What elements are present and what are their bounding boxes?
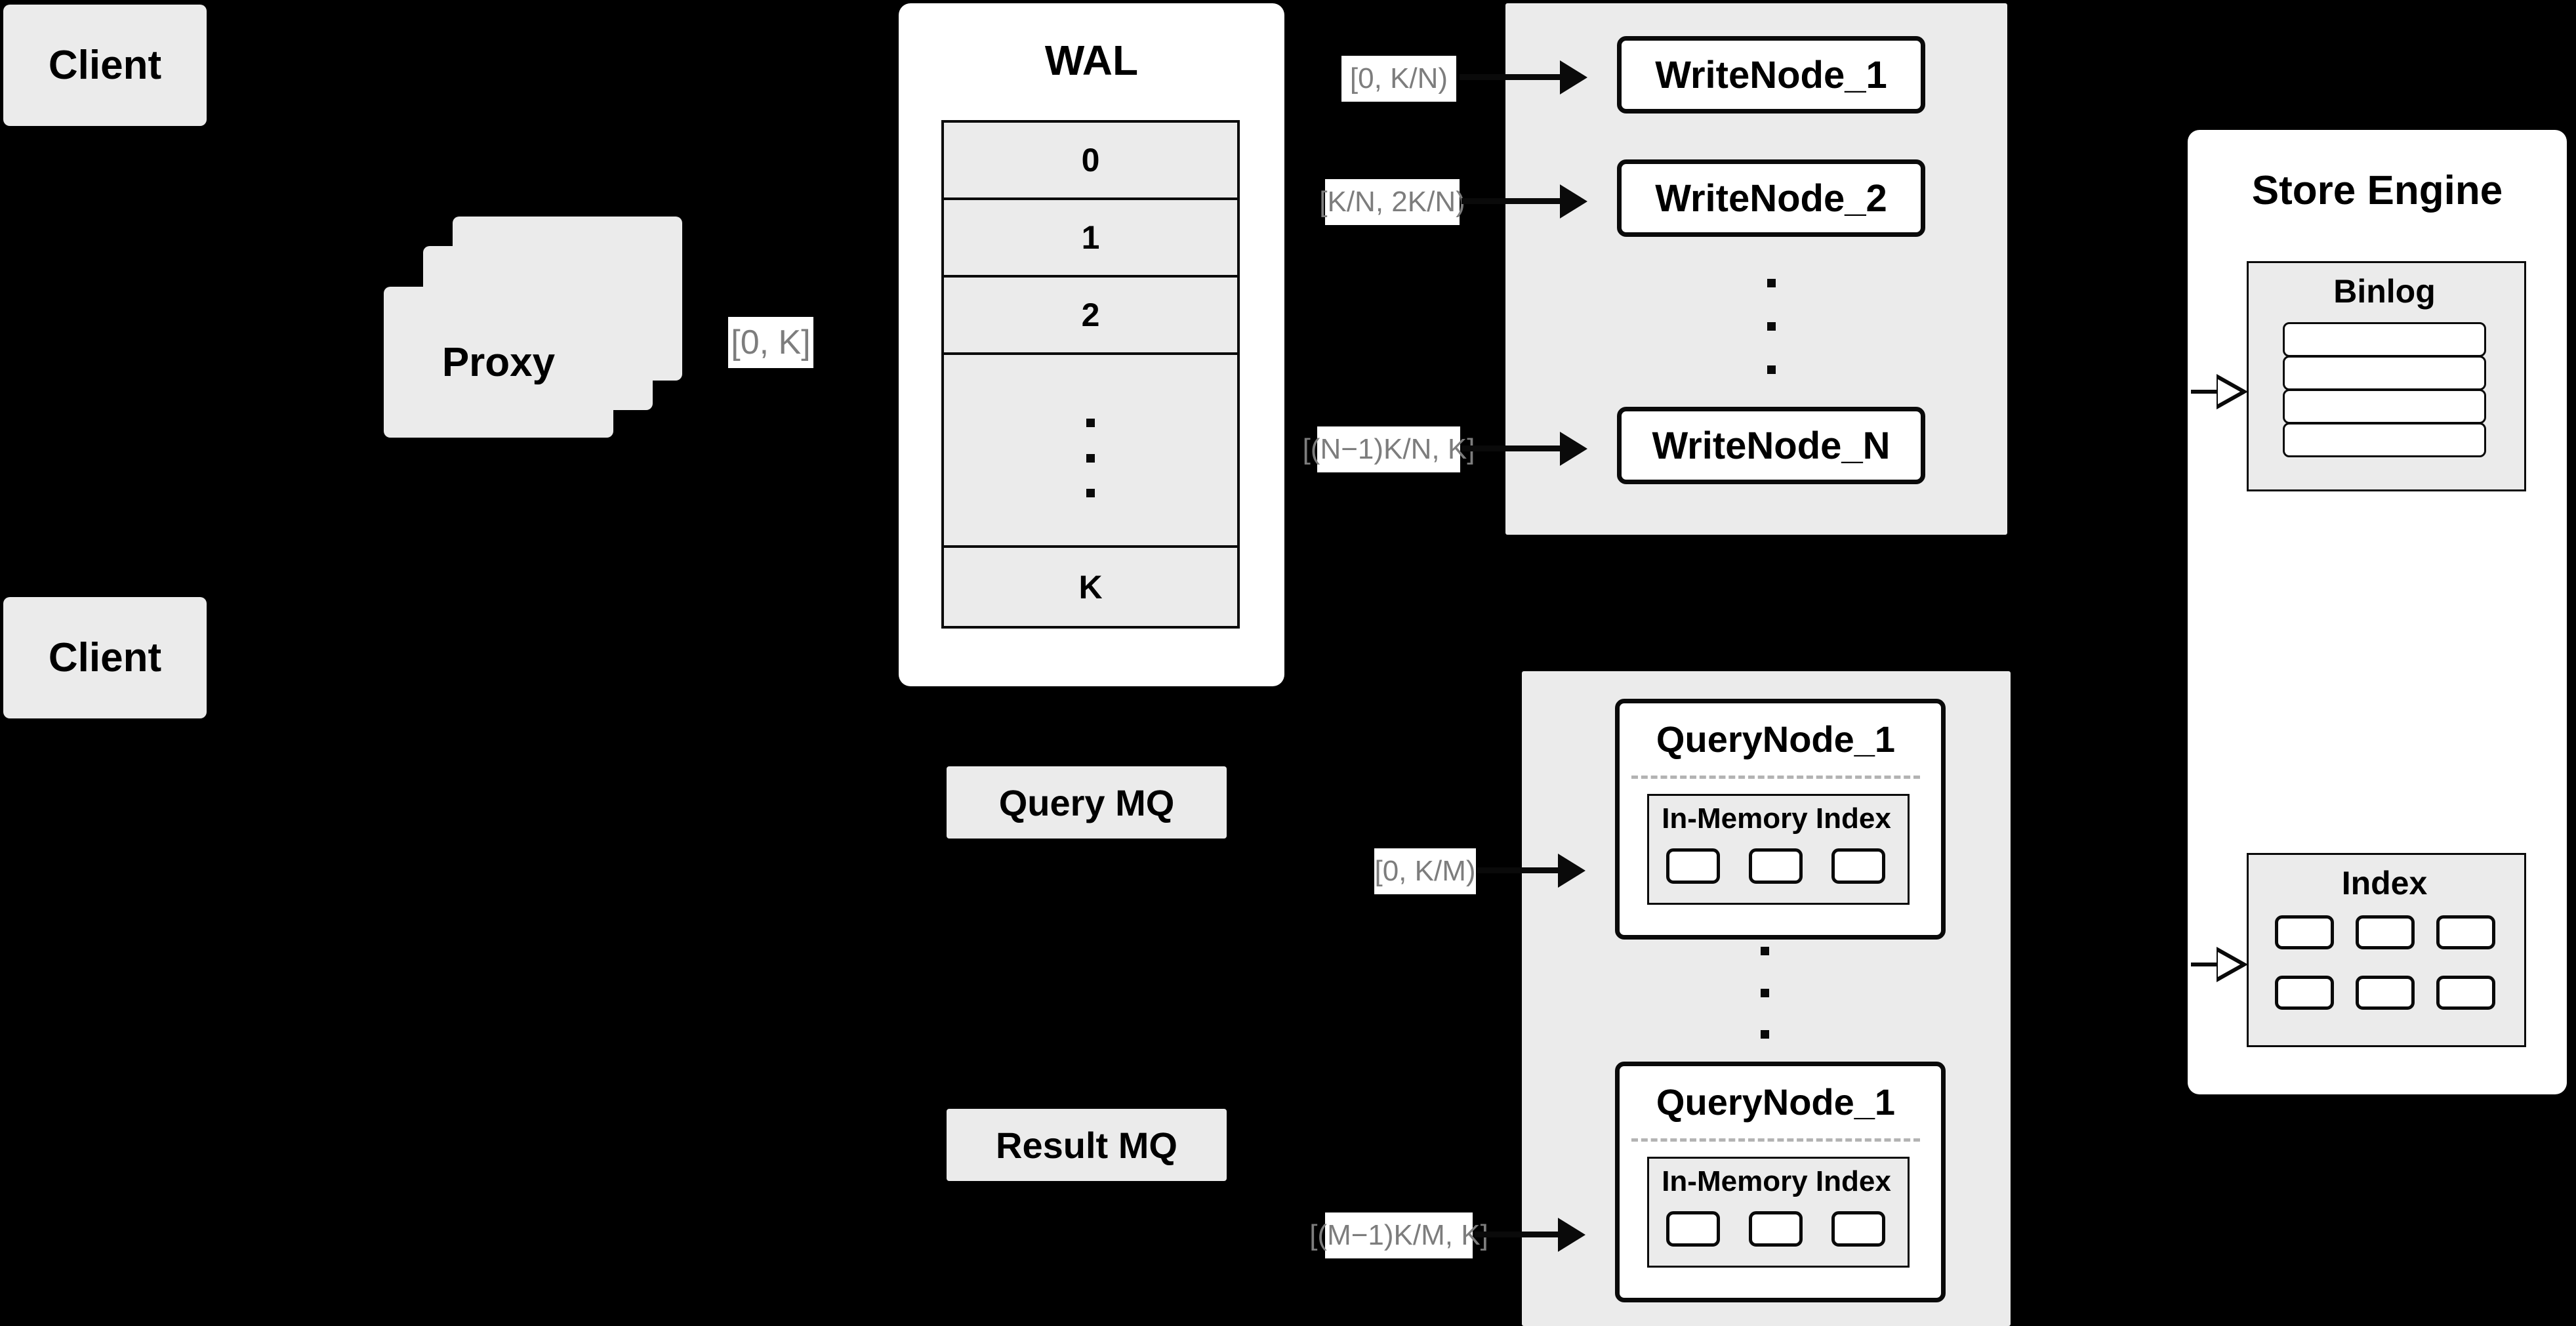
- query-node-1-arrow-line: [1477, 867, 1559, 873]
- binlog-row: [2283, 356, 2486, 390]
- binlog-panel: Binlog: [2247, 261, 2526, 491]
- query-node-1-divider: [1631, 776, 1920, 779]
- client-box-1[interactable]: Client: [3, 5, 207, 126]
- in-memory-index-label: In-Memory Index: [1662, 802, 1891, 835]
- result-mq-box[interactable]: Result MQ: [947, 1109, 1227, 1181]
- write-node-2[interactable]: WriteNode_2: [1617, 159, 1925, 237]
- query-node-m-in-memory-index: In-Memory Index: [1647, 1157, 1910, 1268]
- store-index-cell: [2356, 915, 2415, 949]
- query-mq-box[interactable]: Query MQ: [947, 766, 1227, 839]
- write-node-1-arrow-head: [1560, 60, 1587, 94]
- wal-entry-table: 0 1 2 K: [941, 120, 1240, 629]
- binlog-label: Binlog: [2333, 273, 2436, 310]
- query-node-ellipsis-icon: [1761, 947, 1769, 1039]
- query-node-m-label: QueryNode_1: [1656, 1081, 1896, 1123]
- store-index-cell: [2275, 976, 2334, 1010]
- wal-entry-row: 0: [944, 123, 1237, 200]
- store-engine-title: Store Engine: [2251, 168, 2503, 213]
- query-node-1-arrow-head: [1558, 854, 1585, 888]
- index-segment: [1749, 1211, 1803, 1247]
- write-node-1-arrow-line: [1460, 74, 1561, 80]
- query-node-m-divider: [1631, 1138, 1920, 1142]
- write-node-ellipsis-icon: [1767, 279, 1776, 374]
- write-node-n-arrow-head: [1560, 432, 1587, 466]
- in-memory-index-label: In-Memory Index: [1662, 1165, 1891, 1197]
- write-node-1[interactable]: WriteNode_1: [1617, 36, 1925, 114]
- wal-entry-row: 2: [944, 278, 1237, 355]
- wal-ellipsis-icon: [1086, 419, 1095, 497]
- binlog-row: [2283, 322, 2486, 357]
- proxy-card-front[interactable]: Proxy: [384, 287, 613, 438]
- store-index-label: Index: [2341, 865, 2428, 901]
- wal-entry-row-ellipsis: [944, 355, 1237, 548]
- query-node-1-range-label: [0, K/M): [1374, 848, 1476, 894]
- store-index-cell: [2275, 915, 2334, 949]
- write-node-2-range-label: [K/N, 2K/N): [1319, 179, 1465, 225]
- binlog-arrow-head: [2217, 374, 2248, 409]
- index-segment: [1831, 1211, 1885, 1247]
- write-node-n-arrow-line: [1462, 445, 1561, 451]
- wal-title: WAL: [1044, 37, 1139, 84]
- write-node-2-arrow-head: [1560, 184, 1587, 218]
- write-node-n[interactable]: WriteNode_N: [1617, 407, 1925, 484]
- query-node-m[interactable]: QueryNode_1 In-Memory Index: [1615, 1062, 1946, 1302]
- query-node-m-arrow-line: [1475, 1232, 1560, 1237]
- index-segment: [1749, 848, 1803, 884]
- binlog-arrow-line: [2191, 390, 2224, 394]
- query-node-m-arrow-head: [1558, 1218, 1585, 1252]
- store-index-cell: [2436, 976, 2495, 1010]
- write-node-n-range-label: [(N−1)K/N, K]: [1303, 426, 1475, 472]
- store-index-panel: Index: [2247, 853, 2526, 1047]
- index-segment: [1666, 848, 1720, 884]
- query-node-1-in-memory-index: In-Memory Index: [1647, 794, 1910, 905]
- query-node-1[interactable]: QueryNode_1 In-Memory Index: [1615, 699, 1946, 940]
- wal-entry-row: K: [1078, 568, 1103, 606]
- binlog-row: [2283, 389, 2486, 424]
- store-index-arrow-head: [2217, 947, 2248, 982]
- write-node-1-range-label: [0, K/N): [1341, 56, 1456, 102]
- binlog-row: [2283, 423, 2486, 457]
- store-index-cell: [2356, 976, 2415, 1010]
- proxy-output-range-label: [0, K]: [728, 317, 813, 368]
- store-index-cell: [2436, 915, 2495, 949]
- index-segment: [1666, 1211, 1720, 1247]
- store-index-arrow-line: [2191, 963, 2224, 966]
- query-node-1-label: QueryNode_1: [1656, 718, 1896, 760]
- index-segment: [1831, 848, 1885, 884]
- write-node-2-arrow-line: [1462, 198, 1561, 204]
- wal-entry-row: 1: [944, 200, 1237, 278]
- query-node-m-range-label: [(M−1)K/M, K]: [1309, 1212, 1488, 1258]
- client-box-2[interactable]: Client: [3, 597, 207, 718]
